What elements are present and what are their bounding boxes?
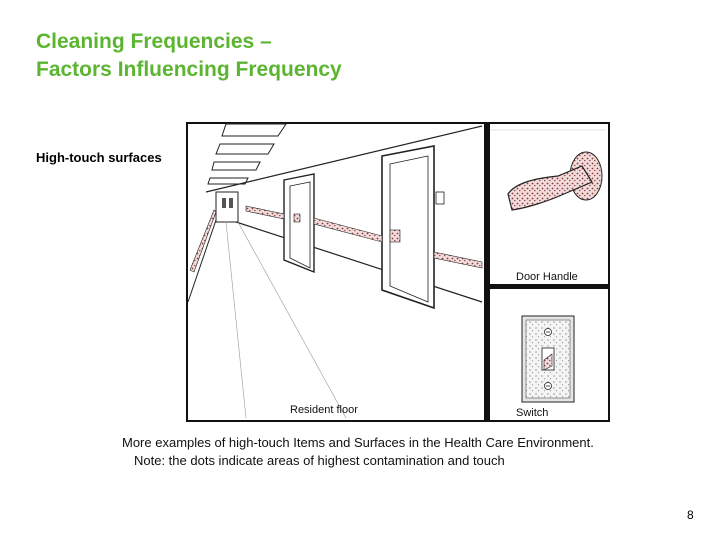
figure-caption: More examples of high-touch Items and Su… xyxy=(122,434,594,470)
slide-title: Cleaning Frequencies – Factors Influenci… xyxy=(36,28,342,84)
door-handle-label: Door Handle xyxy=(516,271,578,283)
caption-line-1: More examples of high-touch Items and Su… xyxy=(122,435,594,450)
hallway-illustration-icon: Resident floor xyxy=(187,123,484,420)
hallway-label: Resident floor xyxy=(290,404,358,416)
page-number: 8 xyxy=(687,508,694,522)
switch-label: Switch xyxy=(516,407,548,419)
title-line-2: Factors Influencing Frequency xyxy=(36,58,342,81)
title-line-1: Cleaning Frequencies – xyxy=(36,30,272,53)
caption-line-2: Note: the dots indicate areas of highest… xyxy=(134,453,505,468)
figure-illustration: Resident floor Door Handle Switch xyxy=(186,122,610,422)
door-handle-illustration-icon: Door Handle xyxy=(490,129,606,283)
light-switch-illustration-icon: Switch xyxy=(516,315,575,419)
section-subtitle: High-touch surfaces xyxy=(36,150,162,165)
high-touch-figure: Resident floor Door Handle Switch xyxy=(186,122,610,422)
